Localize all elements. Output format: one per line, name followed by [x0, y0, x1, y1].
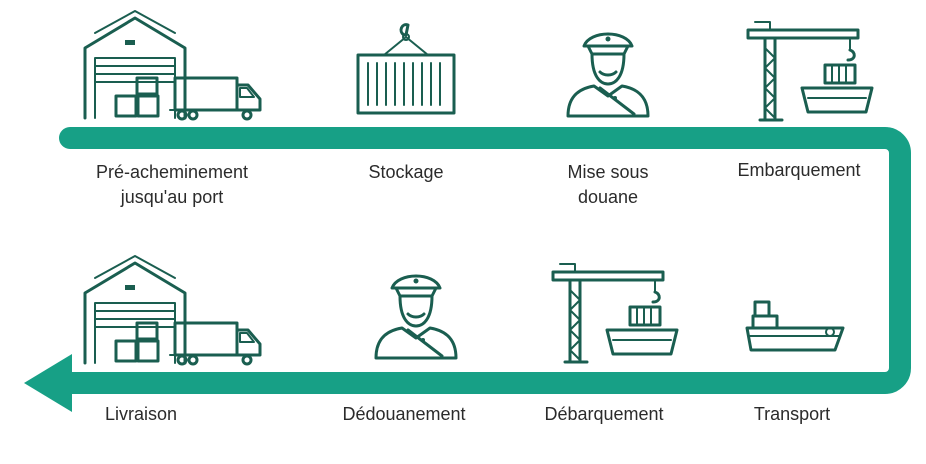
step-label-livraison: Livraison	[104, 404, 178, 424]
container-icon	[356, 23, 456, 115]
flow-arrowhead	[24, 354, 72, 412]
warehouse-truck-icon	[83, 9, 262, 121]
crane-ship-icon	[551, 262, 679, 364]
cargo-ship-icon	[745, 300, 845, 352]
flow-path	[39, 127, 911, 394]
step-label-dedouanement: Dédouanement	[342, 404, 466, 424]
step-label-transport: Transport	[753, 404, 831, 424]
step-label-mise-sous-douane: Mise sous douane	[567, 162, 649, 207]
step-label-pre-acheminement: Pré-acheminement jusqu'au port	[95, 162, 249, 207]
step-label-debarquement: Débarquement	[544, 404, 664, 424]
step-label-stockage: Stockage	[368, 162, 444, 182]
customs-officer-icon	[374, 274, 458, 360]
step-label-embarquement: Embarquement	[737, 160, 861, 180]
customs-officer-icon	[566, 32, 650, 118]
warehouse-truck-icon	[83, 254, 262, 366]
crane-ship-icon	[746, 20, 874, 122]
